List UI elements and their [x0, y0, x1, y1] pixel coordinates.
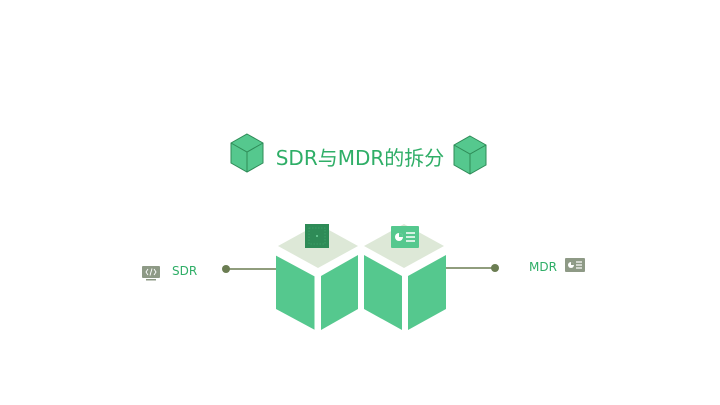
presentation-board-top-icon: [391, 226, 419, 248]
presentation-board-icon: [565, 258, 585, 272]
diagram-title: SDR与MDR的拆分: [275, 146, 445, 170]
mdr-label: MDR: [529, 260, 557, 274]
left-cube: [275, 224, 358, 330]
left-connector: [222, 265, 278, 273]
left-title-cube-icon: [230, 133, 264, 173]
square-chip-icon: [305, 224, 329, 248]
code-monitor-icon: [142, 266, 160, 281]
right-title-cube-icon: [453, 135, 487, 175]
right-connector: [444, 264, 499, 272]
sdr-label: SDR: [172, 264, 198, 278]
